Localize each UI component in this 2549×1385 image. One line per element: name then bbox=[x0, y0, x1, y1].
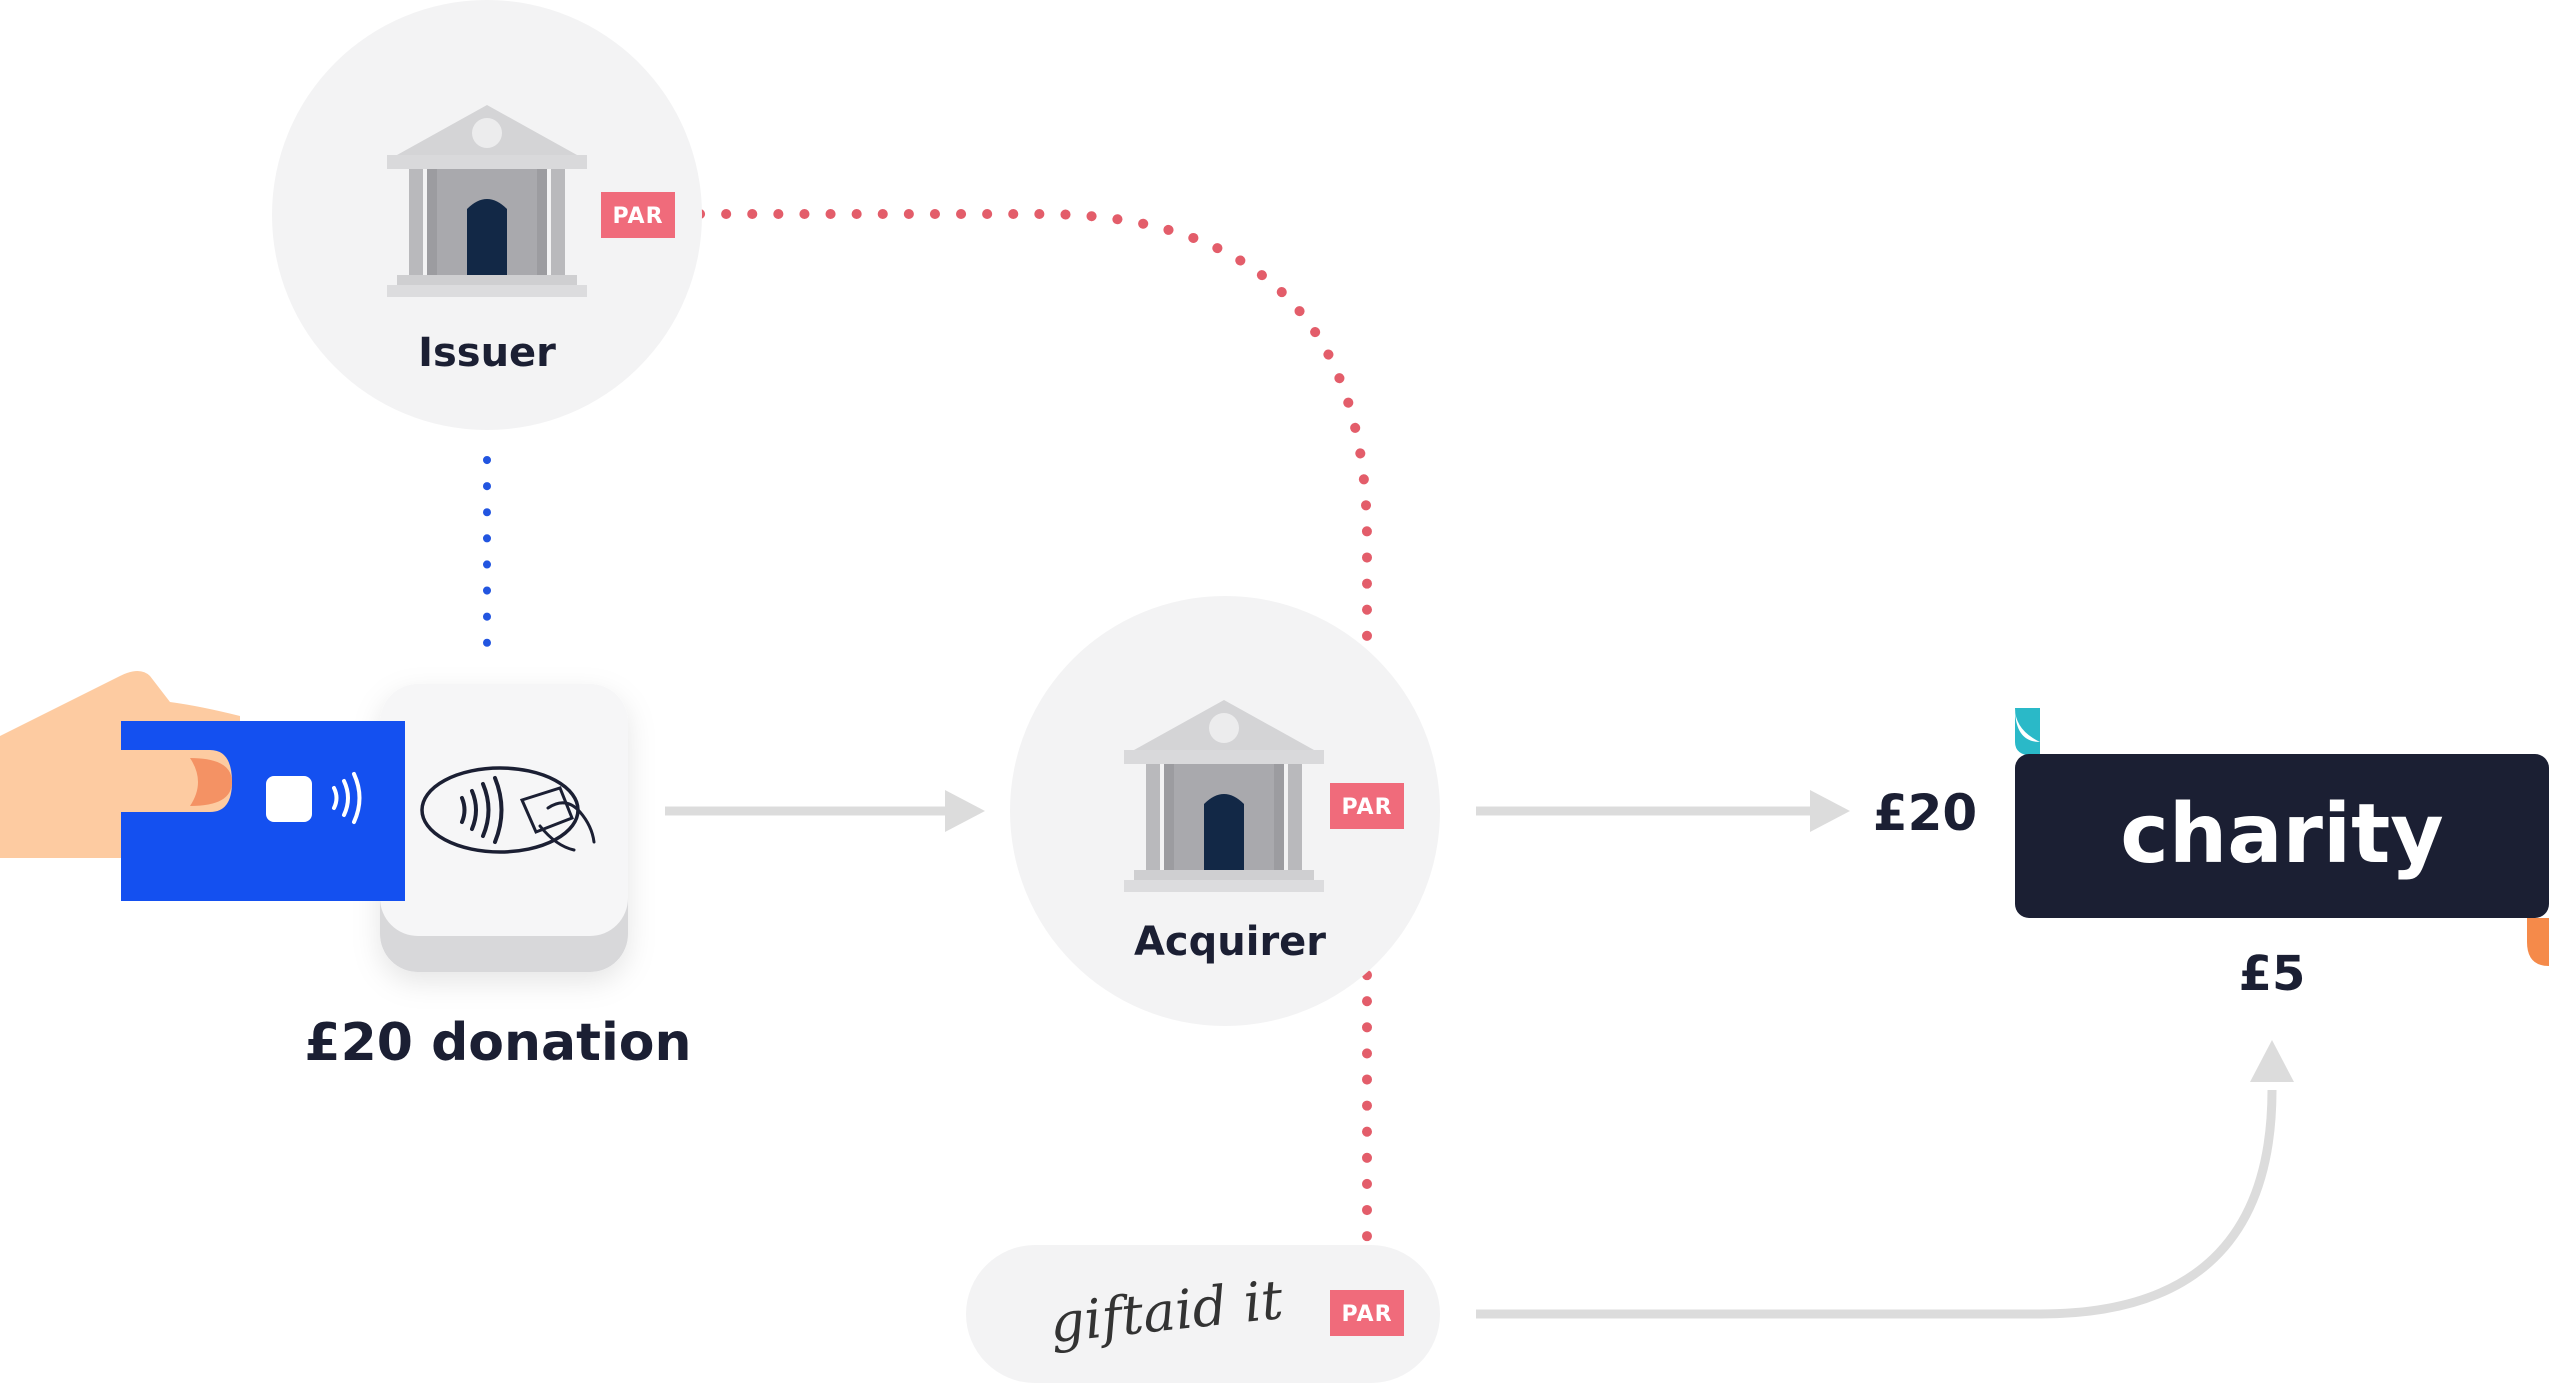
issuer-label: Issuer bbox=[418, 330, 556, 376]
svg-text:PAR: PAR bbox=[1341, 1302, 1392, 1327]
acquirer-label: Acquirer bbox=[1134, 919, 1326, 965]
acquirer-node: Acquirer PAR bbox=[1010, 596, 1440, 1026]
giftaid-to-charity-arrow bbox=[1476, 1040, 2294, 1319]
issuer-node: Issuer PAR bbox=[272, 0, 702, 430]
svg-text:PAR: PAR bbox=[612, 204, 663, 229]
par-token-path bbox=[695, 209, 1372, 1270]
card-icon bbox=[121, 721, 405, 901]
charity-banner: charity bbox=[2015, 708, 2549, 966]
charity-label: charity bbox=[2120, 787, 2444, 882]
par-badge-giftaid: PAR bbox=[1330, 1290, 1404, 1336]
amount-to-charity: £20 bbox=[1873, 784, 1977, 842]
giftaid-node: giftaid it PAR bbox=[966, 1245, 1440, 1383]
acquirer-to-charity-arrow bbox=[1476, 790, 1850, 832]
par-badge-acquirer: PAR bbox=[1330, 783, 1404, 829]
gift-aid-amount: £5 bbox=[2239, 946, 2306, 1002]
contactless-symbol-icon bbox=[420, 766, 596, 854]
svg-text:PAR: PAR bbox=[1341, 795, 1392, 820]
contactless-icon bbox=[332, 772, 362, 824]
terminal-to-acquirer-arrow bbox=[665, 790, 985, 832]
par-badge-issuer: PAR bbox=[601, 192, 675, 238]
donation-label: £20 donation bbox=[304, 1013, 691, 1073]
